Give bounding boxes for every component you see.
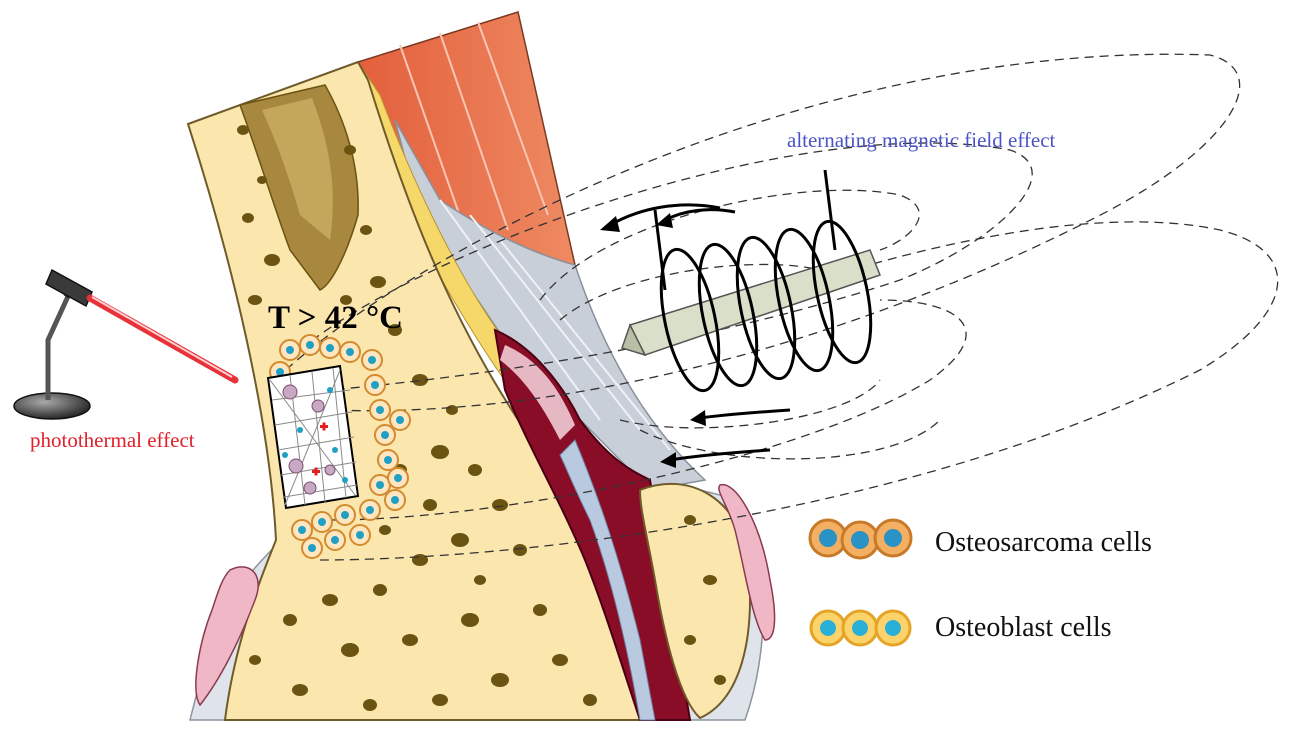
- bursa-left: [195, 566, 259, 707]
- bone-pores: [237, 125, 597, 711]
- adjacent-bone: [638, 482, 751, 720]
- cartilage-lining: [559, 439, 656, 721]
- coil-icon: [653, 169, 873, 393]
- legend-osteosarcoma-icon: [808, 518, 913, 560]
- laser-lamp-icon: [13, 268, 239, 420]
- magnetic-field-lines: [274, 53, 1279, 561]
- magnet-rod-icon: [621, 249, 881, 357]
- legend-osteoblast-icon: [809, 609, 912, 647]
- bursa-right: [718, 483, 776, 641]
- temperature-label: T > 42 °C: [268, 300, 403, 336]
- tumor-cell-cluster: [269, 334, 411, 559]
- scaffold-implant: [266, 364, 360, 510]
- photothermal-label: photothermal effect: [30, 428, 195, 452]
- legend-osteosarcoma-label: Osteosarcoma cells: [935, 527, 1152, 558]
- magnetic-field-label: alternating magnetic field effect: [787, 128, 1056, 152]
- legend-osteoblast-label: Osteoblast cells: [935, 612, 1112, 643]
